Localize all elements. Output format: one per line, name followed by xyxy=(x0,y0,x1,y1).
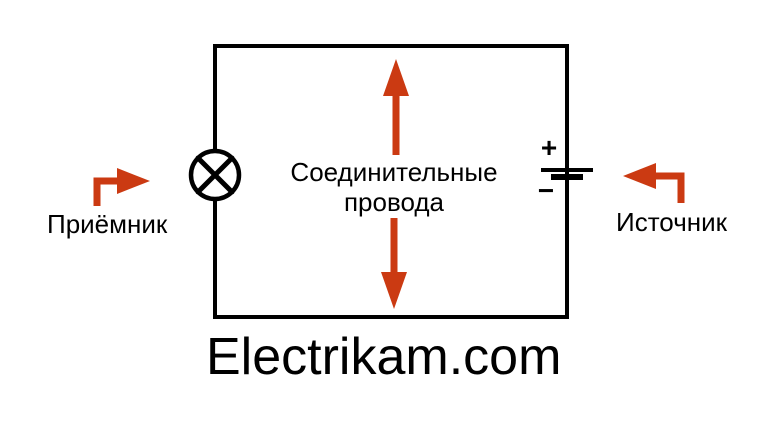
lamp-cross-stroke xyxy=(195,155,235,195)
battery-minus-sign: − xyxy=(537,175,555,206)
down-arrow-icon xyxy=(381,218,407,309)
battery-icon xyxy=(541,168,593,180)
up-arrow-head xyxy=(383,59,409,96)
connecting-wires-label: Соединительные провода xyxy=(260,157,528,217)
source-arrow-head xyxy=(623,163,656,189)
connecting-wires-label-line2: провода xyxy=(343,187,445,217)
source-arrow-shaft xyxy=(656,172,685,203)
down-arrow-head xyxy=(381,272,407,309)
up-arrow-icon xyxy=(383,59,409,155)
receiver-arrow-head xyxy=(117,168,150,194)
receiver-arrow-icon xyxy=(93,168,150,206)
site-watermark: Electrikam.com xyxy=(206,328,562,386)
receiver-label: Приёмник xyxy=(47,209,168,239)
receiver-arrow-shaft xyxy=(93,177,118,206)
connecting-wires-label-line1: Соединительные xyxy=(290,157,498,187)
lamp-icon xyxy=(188,148,242,202)
battery-plus-sign: + xyxy=(540,132,558,163)
source-label: Источник xyxy=(616,207,727,237)
source-arrow-icon xyxy=(623,163,685,203)
